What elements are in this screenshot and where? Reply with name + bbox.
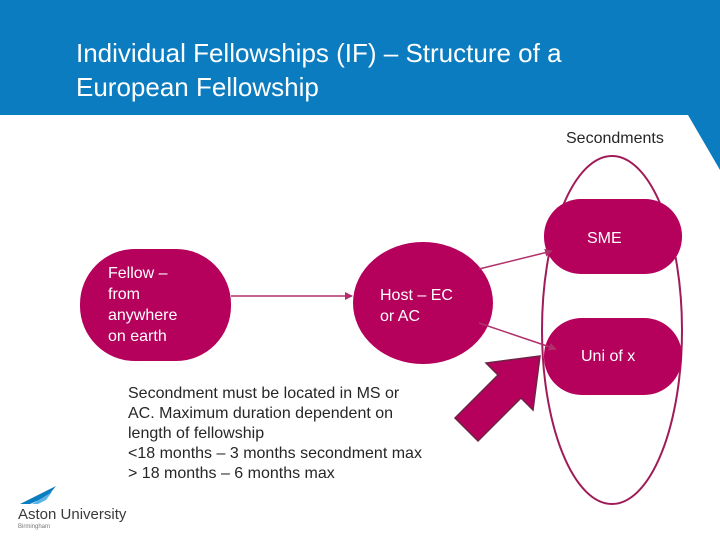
host-label-line-2: or AC bbox=[380, 308, 421, 325]
arrow-host-to-sme bbox=[478, 248, 553, 270]
host-node bbox=[353, 242, 493, 364]
fellow-label-line-2: from bbox=[108, 286, 140, 303]
host-label-line-1: Host – EC bbox=[380, 287, 453, 304]
uni-node bbox=[544, 318, 682, 395]
block-arrow-shape bbox=[453, 355, 541, 443]
note-line-2: AC. Maximum duration dependent on bbox=[128, 405, 394, 422]
aston-university-logo: Aston University Birmingham bbox=[14, 484, 126, 532]
fellow-label-line-1: Fellow – bbox=[108, 265, 168, 282]
note-line-5: > 18 months – 6 months max bbox=[128, 465, 335, 482]
logo-tagline: Birmingham bbox=[18, 524, 51, 530]
fellow-node bbox=[80, 249, 231, 361]
note-line-4: <18 months – 3 months secondment max bbox=[128, 445, 422, 462]
slide-title: Individual Fellowships (IF) – Structure … bbox=[76, 36, 696, 104]
slide-title-line-2: European Fellowship bbox=[76, 72, 319, 102]
header-corner-accent bbox=[688, 115, 720, 170]
uni-label: Uni of x bbox=[581, 348, 636, 365]
note-line-3: length of fellowship bbox=[128, 425, 265, 442]
arrow-host-to-uni bbox=[478, 322, 557, 351]
host-label: Host – EC or AC bbox=[380, 285, 453, 327]
note-line-1: Secondment must be located in MS or bbox=[128, 385, 400, 402]
sme-label: SME bbox=[587, 230, 622, 247]
logo-wordmark: Aston University bbox=[18, 506, 127, 523]
logo-swoosh-icon bbox=[20, 486, 56, 504]
secondment-note: Secondment must be located in MS or AC. … bbox=[128, 384, 488, 484]
sme-node bbox=[544, 199, 682, 274]
secondments-label: Secondments bbox=[566, 130, 664, 147]
fellow-label: Fellow – from anywhere on earth bbox=[108, 263, 177, 347]
secondments-ellipse bbox=[541, 155, 683, 505]
slide-title-line-1: Individual Fellowships (IF) – Structure … bbox=[76, 38, 562, 68]
fellow-label-line-4: on earth bbox=[108, 328, 167, 345]
header-bar: Individual Fellowships (IF) – Structure … bbox=[0, 0, 720, 115]
fellow-label-line-3: anywhere bbox=[108, 307, 178, 324]
